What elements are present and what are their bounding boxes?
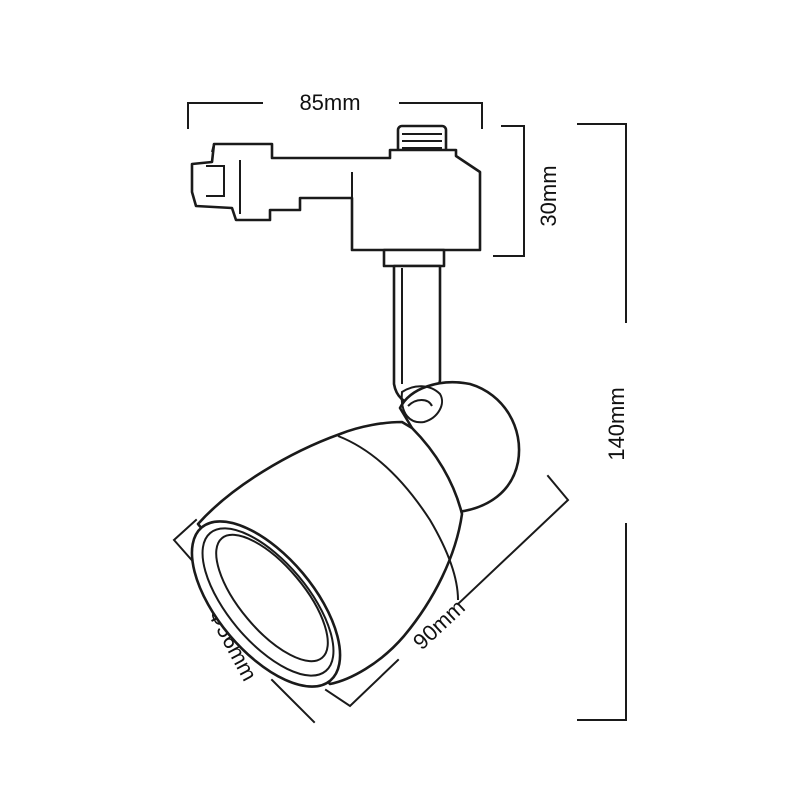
lamp-front-rim-outer [190, 520, 342, 688]
length-dim-line-lower [324, 658, 400, 708]
adapter-height-label: 30mm [536, 165, 561, 226]
total-height-line-top [577, 123, 627, 323]
dimension-adapter-height: 30mm [493, 125, 561, 257]
lamp-lens [215, 533, 329, 663]
track-adapter [190, 124, 482, 252]
total-height-line-bottom [577, 523, 627, 721]
stem-collar [382, 248, 446, 268]
adapter-height-bracket [493, 125, 525, 257]
stem [382, 248, 446, 408]
width-label: 85mm [299, 90, 360, 115]
diameter-dim-line-lower [270, 678, 316, 724]
total-height-label: 140mm [604, 387, 629, 460]
lamp-rear-cap [398, 380, 521, 514]
lamp-cone [196, 420, 464, 686]
dimension-total-height: 140mm [577, 123, 629, 721]
lamp-head [190, 380, 521, 688]
adapter-body [190, 142, 482, 252]
width-dim-line-left [187, 102, 263, 129]
dimension-width: 85mm [187, 90, 483, 129]
lamp-front-rim-inner [201, 527, 335, 677]
length-dim-line-upper [456, 474, 570, 606]
width-dim-line-right [399, 102, 483, 129]
